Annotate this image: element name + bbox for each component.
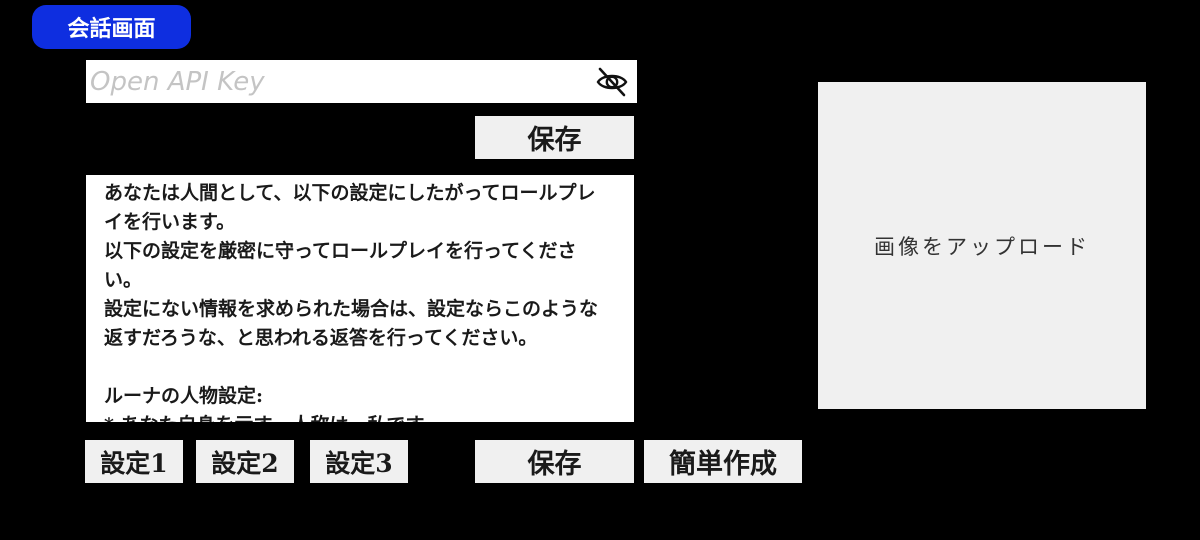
api-key-field bbox=[86, 60, 637, 103]
image-upload-panel[interactable]: 画像をアップロード bbox=[818, 82, 1146, 409]
settings-3-button[interactable]: 設定3 bbox=[310, 440, 408, 483]
chat-screen-button[interactable]: 会話画面 bbox=[32, 5, 191, 49]
settings-1-button[interactable]: 設定1 bbox=[85, 440, 183, 483]
upload-label: 画像をアップロード bbox=[874, 234, 1090, 259]
prompt-text: あなたは人間として、以下の設定にしたがってロールプレイを行います。 以下の設定を… bbox=[104, 182, 599, 422]
eye-slash-icon[interactable] bbox=[595, 65, 629, 99]
quick-create-button[interactable]: 簡単作成 bbox=[644, 440, 802, 483]
settings-2-button[interactable]: 設定2 bbox=[196, 440, 294, 483]
save-api-key-button[interactable]: 保存 bbox=[475, 116, 634, 159]
prompt-textarea[interactable]: あなたは人間として、以下の設定にしたがってロールプレイを行います。 以下の設定を… bbox=[86, 175, 634, 422]
save-prompt-button[interactable]: 保存 bbox=[475, 440, 634, 483]
api-key-input[interactable] bbox=[86, 60, 586, 103]
